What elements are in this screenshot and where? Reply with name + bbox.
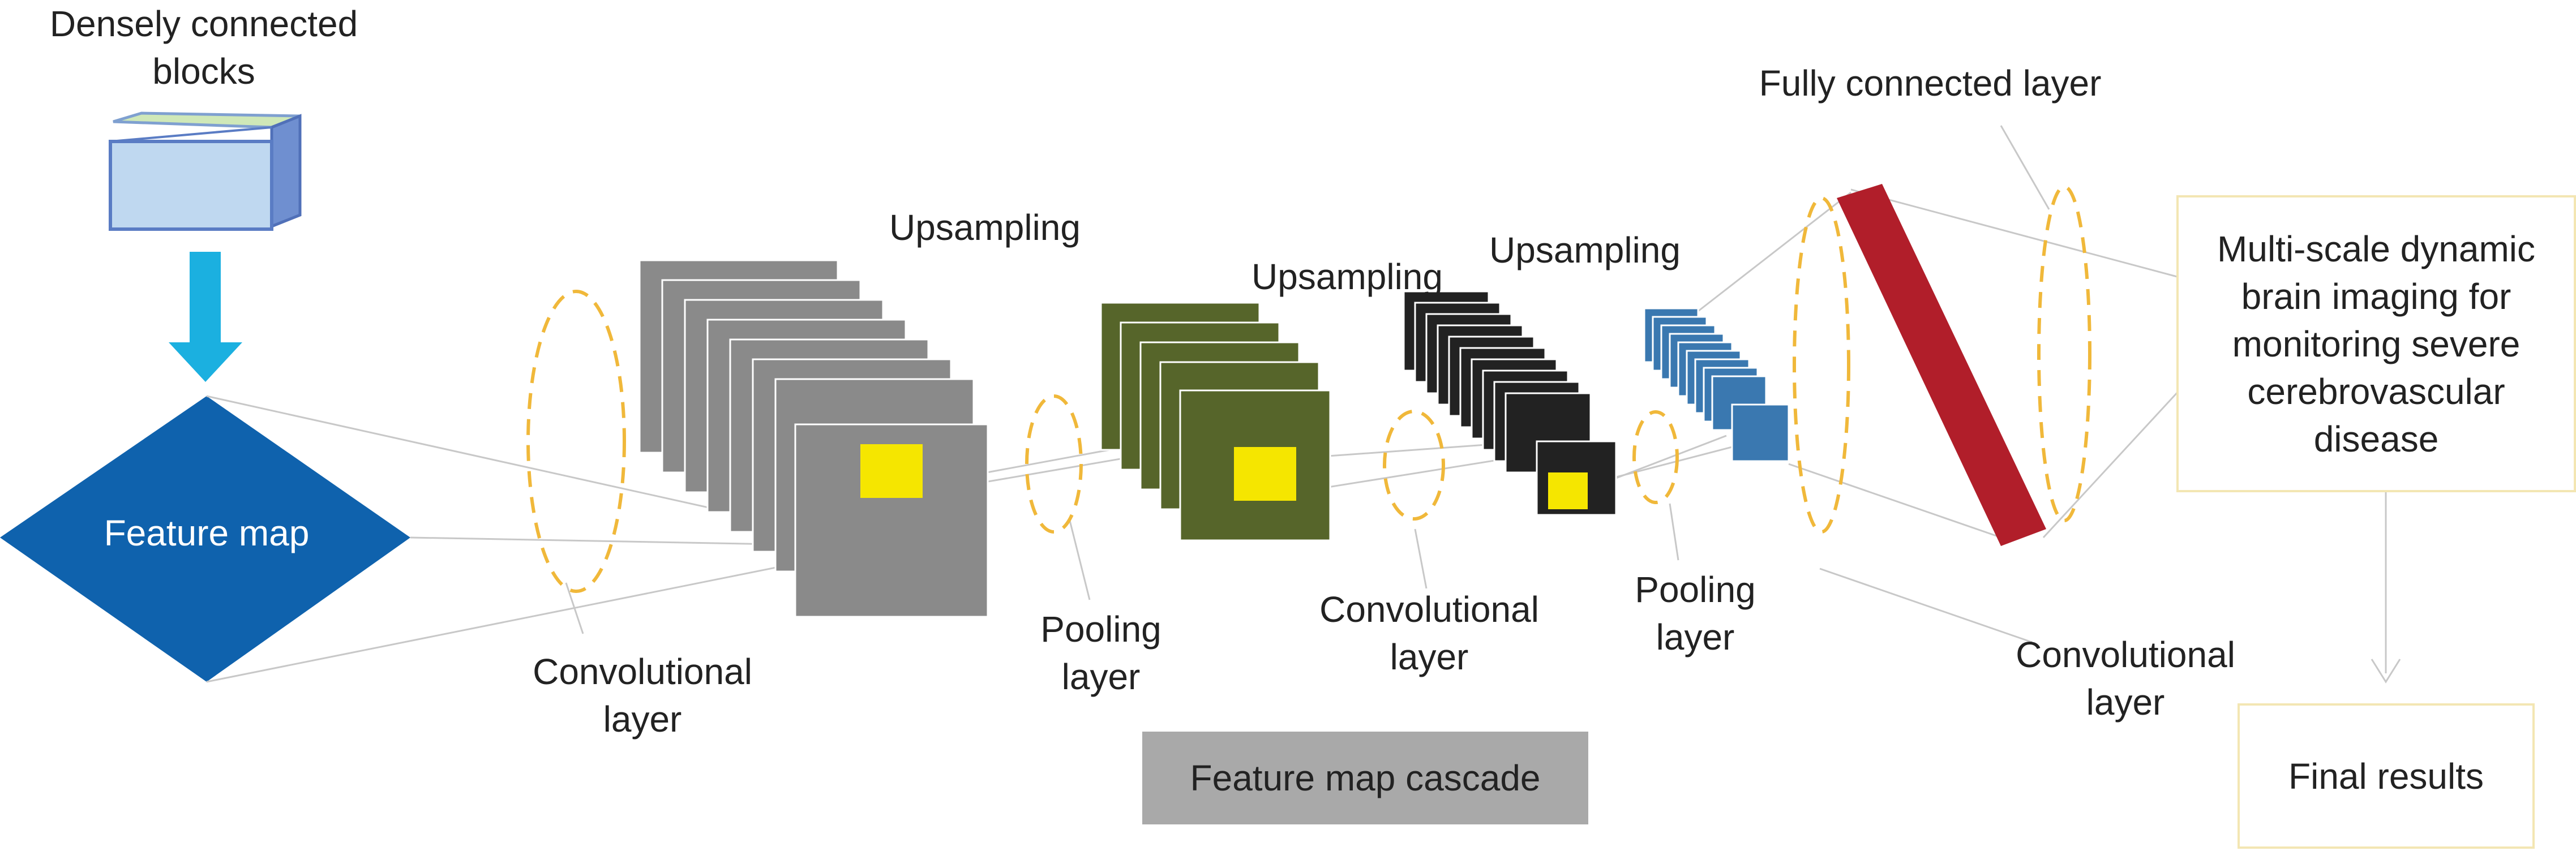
fully-connected-bar <box>1837 184 2046 546</box>
label-upsampling2: Upsampling <box>1251 256 1443 297</box>
conv3-ellipse <box>1793 196 1850 534</box>
layer-ellipses <box>526 185 2091 593</box>
dense-block-icon <box>109 111 302 231</box>
fc-ellipse <box>2037 185 2091 522</box>
label-feature-map: Feature map <box>104 513 310 553</box>
pool1-ellipse <box>1025 394 1083 534</box>
conv1-ellipse <box>526 290 626 593</box>
label-fully-connected: Fully connected layer <box>1759 63 2102 104</box>
final-results-box: Final results <box>2238 703 2535 849</box>
green-feature-stack <box>1100 302 1331 541</box>
green-stack-highlight <box>1234 447 1296 501</box>
connector-lines <box>206 125 2387 683</box>
label-upsampling1: Upsampling <box>889 207 1081 248</box>
down-arrow-icon <box>169 252 242 382</box>
final-arrow-head <box>2371 659 2401 684</box>
output-description-box: Multi-scale dynamic brain imaging for mo… <box>2176 195 2576 492</box>
feature-map-diamond <box>0 396 410 682</box>
blue-feature-stack <box>1643 307 1790 462</box>
gray-feature-stack <box>638 259 989 618</box>
feature-map-cascade-box: Feature map cascade <box>1142 732 1588 824</box>
pool2-ellipse <box>1632 410 1679 504</box>
black-stack-highlight <box>1548 472 1588 509</box>
label-upsampling3: Upsampling <box>1489 230 1681 270</box>
conv2-ellipse <box>1383 410 1445 521</box>
gray-stack-highlight <box>860 444 923 498</box>
